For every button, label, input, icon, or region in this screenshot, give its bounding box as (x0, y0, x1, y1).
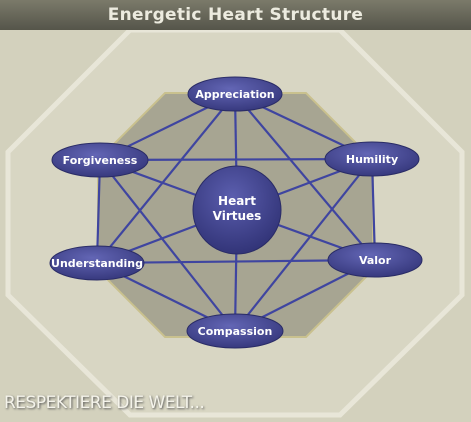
node-label-valor: Valor (359, 254, 392, 267)
center-node: Heart Virtues (192, 165, 282, 255)
node-compassion: Compassion (186, 313, 284, 349)
node-understanding: Understanding (49, 245, 145, 281)
node-label-appreciation: Appreciation (195, 88, 274, 101)
node-label-understanding: Understanding (51, 257, 143, 270)
title-bar: Energetic Heart Structure (0, 0, 471, 30)
node-valor: Valor (327, 242, 423, 278)
diagram-title: Energetic Heart Structure (107, 5, 364, 25)
center-label-line1: Heart (218, 194, 256, 208)
node-forgiveness: Forgiveness (51, 142, 149, 178)
node-label-forgiveness: Forgiveness (63, 154, 138, 167)
watermark-text: RESPEKTIERE DIE WELT... (4, 393, 205, 413)
node-appreciation: Appreciation (187, 76, 283, 112)
node-label-compassion: Compassion (198, 325, 273, 338)
node-humility: Humility (324, 141, 420, 177)
node-label-humility: Humility (346, 153, 398, 166)
center-label-line2: Virtues (213, 209, 262, 223)
